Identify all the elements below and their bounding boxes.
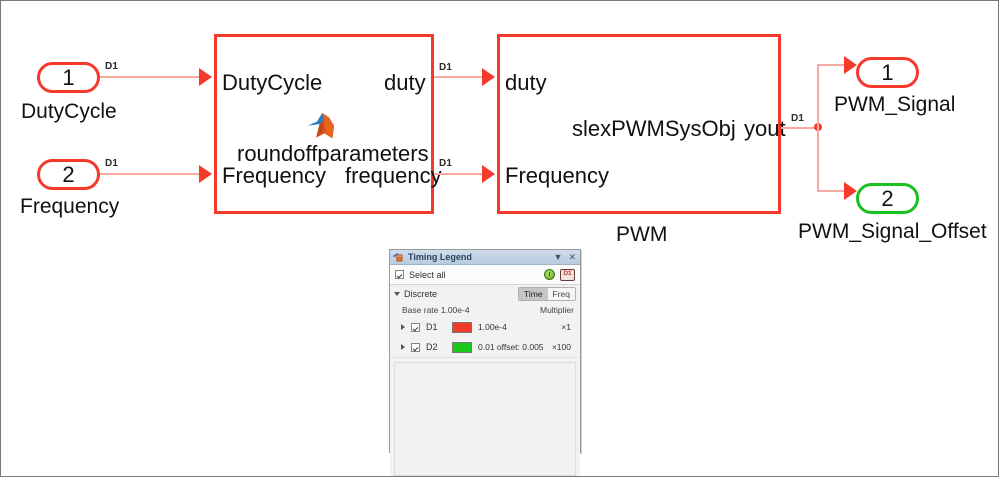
d1-multiplier: ×1 [561, 322, 571, 332]
d2-value: 0.01 offset: 0.005 [478, 342, 544, 352]
toggle-freq[interactable]: Freq [547, 287, 575, 300]
block-roundoff-input-dutycycle: DutyCycle [222, 70, 323, 95]
inport-2-label: Frequency [20, 195, 120, 218]
arrow-outport-2 [844, 182, 857, 200]
inport-2-number: 2 [62, 161, 75, 187]
arrow-outport-1 [844, 56, 857, 74]
timing-legend-titlebar[interactable]: Timing Legend ▼ ✕ [390, 250, 580, 265]
block-pwm-output-yout: yout [744, 116, 786, 141]
arrow-duty-in [482, 68, 495, 86]
arrow-frequency2-in [482, 165, 495, 183]
legend-empty-inner [394, 362, 576, 476]
d1-id: D1 [426, 322, 438, 332]
d2-multiplier: ×100 [551, 342, 571, 352]
close-icon[interactable]: ✕ [568, 251, 576, 262]
discrete-group-label: Discrete [404, 288, 438, 299]
d2-id: D2 [426, 342, 438, 352]
sample-time-clock-icon[interactable] [544, 269, 555, 280]
arrow-dutycycle-in [199, 68, 212, 86]
inport-2-frequency[interactable]: 2 [37, 159, 100, 190]
signal-frequency2[interactable] [434, 173, 486, 175]
base-rate-label: Base rate 1.00e-4 [402, 304, 470, 315]
block-pwm-caption: PWM [616, 223, 668, 246]
arrow-frequency-in [199, 165, 212, 183]
signal-label-duty: D1 [439, 62, 453, 73]
signal-label-frequency2: D1 [439, 158, 453, 169]
inport-1-dutycycle[interactable]: 1 [37, 62, 100, 93]
signal-yout[interactable] [781, 127, 821, 129]
outport-1-number: 1 [881, 59, 894, 85]
outport-1-pwm-signal[interactable]: 1 [856, 57, 919, 88]
table-row[interactable]: D2 0.01 offset: 0.005 ×100 [390, 337, 580, 357]
block-pwm-label: slexPWMSysObj [572, 116, 736, 141]
outport-2-label: PWM_Signal_Offset [798, 220, 987, 243]
signal-duty[interactable] [434, 76, 486, 78]
signal-branch-vertical[interactable] [817, 64, 819, 192]
select-all-label: Select all [409, 269, 446, 280]
block-pwm-input-frequency: Frequency [505, 163, 609, 188]
inport-2-signal-label: D1 [105, 158, 119, 169]
inport-1-signal-label: D1 [105, 61, 119, 72]
block-pwm[interactable] [497, 34, 781, 214]
d2-checkbox[interactable] [411, 342, 420, 352]
chevron-down-icon[interactable] [394, 291, 400, 296]
outport-1-label: PWM_Signal [834, 93, 956, 116]
timing-legend-window[interactable]: Timing Legend ▼ ✕ Select all D1 Discrete… [389, 249, 581, 476]
multiplier-header: Multiplier [539, 304, 574, 315]
inport-1-number: 1 [62, 64, 75, 90]
annotate-d1-icon[interactable]: D1 [560, 268, 575, 281]
block-roundoff-output-duty: duty [384, 70, 426, 95]
annotate-d1-icon-text: D1 [563, 269, 572, 277]
select-all-row[interactable]: Select all D1 [390, 265, 580, 285]
expand-d2-icon[interactable] [401, 344, 405, 350]
table-row[interactable]: D1 1.00e-4 ×1 [390, 317, 580, 337]
signal-label-yout: D1 [791, 113, 805, 124]
time-freq-toggle[interactable]: Time Freq [517, 286, 576, 301]
options-button[interactable]: ▼ [553, 251, 563, 262]
timing-legend-icon [393, 252, 404, 263]
d1-checkbox[interactable] [411, 322, 420, 332]
signal-frequency[interactable] [100, 173, 203, 175]
block-pwm-input-duty: duty [505, 70, 547, 95]
d1-value: 1.00e-4 [478, 322, 507, 332]
block-roundoff-label: roundoffparameters [237, 141, 429, 166]
timing-legend-title: Timing Legend [408, 252, 472, 262]
outport-2-number: 2 [881, 185, 894, 211]
matlab-membrane-icon [306, 107, 340, 141]
base-rate-row: Base rate 1.00e-4 Multiplier [390, 302, 580, 317]
inport-1-label: DutyCycle [21, 100, 117, 123]
legend-empty-area [390, 357, 580, 476]
signal-branch-top[interactable] [817, 64, 855, 66]
block-roundoff-output-frequency: frequency [345, 163, 442, 188]
toggle-time[interactable]: Time [518, 287, 548, 300]
expand-d1-icon[interactable] [401, 324, 405, 330]
signal-branch-bottom[interactable] [817, 190, 855, 192]
d2-color-swatch[interactable] [452, 341, 472, 353]
d1-color-swatch[interactable] [452, 321, 472, 333]
discrete-group-row[interactable]: Discrete Time Freq [390, 285, 580, 302]
block-roundoff-input-frequency: Frequency [222, 163, 326, 188]
select-all-checkbox[interactable] [395, 270, 404, 279]
signal-dutycycle[interactable] [100, 76, 203, 78]
outport-2-pwm-signal-offset[interactable]: 2 [856, 183, 919, 214]
